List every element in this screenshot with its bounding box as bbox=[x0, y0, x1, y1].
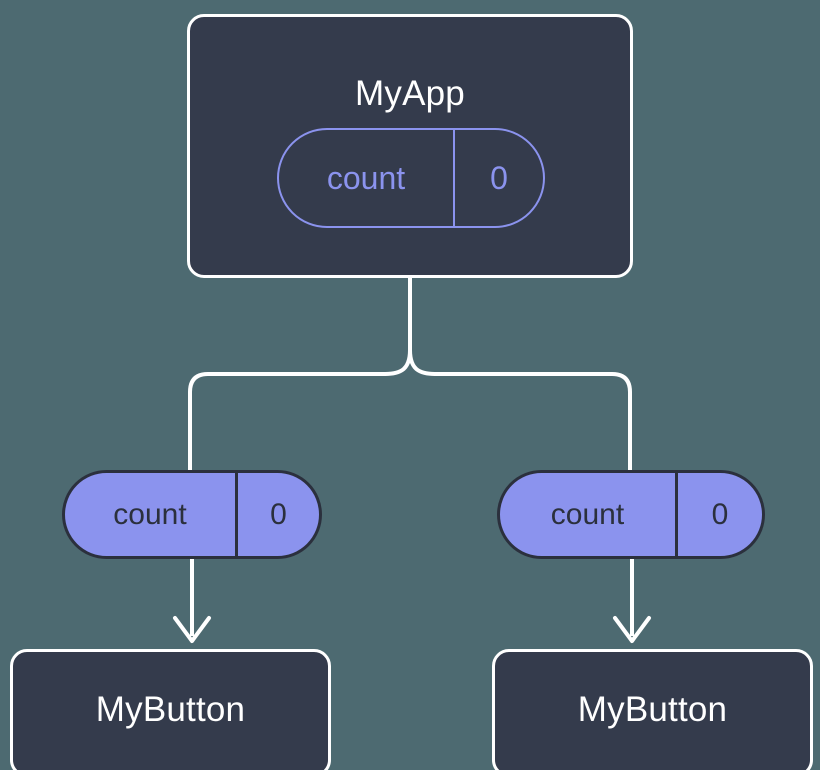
state-pill-branch-right-key: count bbox=[500, 473, 678, 556]
state-pill-branch-right-value: 0 bbox=[711, 497, 729, 531]
node-mybutton-right-label: MyButton bbox=[577, 690, 728, 729]
state-pill-branch-right[interactable]: count 0 bbox=[497, 470, 765, 559]
node-myapp-label: MyApp bbox=[355, 74, 465, 113]
node-mybutton-right[interactable]: MyButton bbox=[492, 649, 813, 770]
state-pill-myapp-value: 0 bbox=[490, 159, 508, 196]
state-pill-branch-left[interactable]: count 0 bbox=[62, 470, 322, 559]
state-pill-branch-left-value: 0 bbox=[270, 497, 287, 531]
arrowhead-left-icon bbox=[173, 616, 211, 643]
state-pill-myapp[interactable]: count 0 bbox=[277, 128, 545, 228]
node-mybutton-left[interactable]: MyButton bbox=[10, 649, 331, 770]
state-pill-branch-left-key: count bbox=[65, 473, 238, 556]
edge-root-to-branches bbox=[188, 275, 632, 472]
state-pill-myapp-key: count bbox=[279, 130, 455, 226]
node-mybutton-left-label: MyButton bbox=[95, 690, 246, 729]
arrowhead-right-icon bbox=[613, 616, 651, 643]
